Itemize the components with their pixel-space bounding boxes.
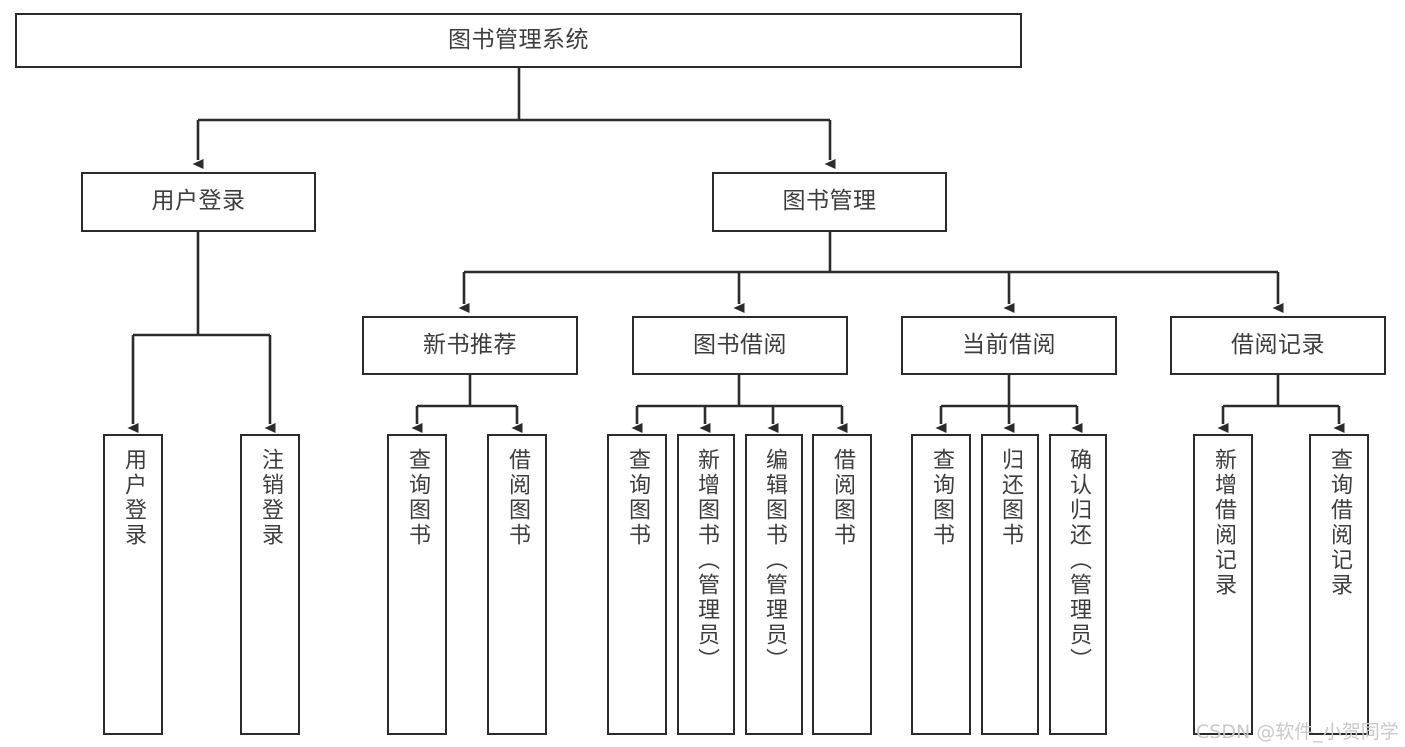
node-label: 图书管理系统 <box>448 26 589 53</box>
node-borrow-record[interactable]: 借阅记录 <box>1170 316 1386 375</box>
leaf-new-book-query-book[interactable]: 查询图书 <box>387 434 447 735</box>
node-label: 查询借阅记录 <box>1327 448 1352 598</box>
node-label: 新增借阅记录 <box>1211 448 1236 598</box>
leaf-current-borrow-return-book[interactable]: 归还图书 <box>981 434 1039 735</box>
node-label: 新增图书（管理员） <box>694 448 719 673</box>
node-book-borrow[interactable]: 图书借阅 <box>632 316 848 375</box>
leaf-borrow-record-query-record[interactable]: 查询借阅记录 <box>1309 434 1369 735</box>
node-label: 图书管理 <box>782 188 877 215</box>
node-label: 归还图书 <box>998 448 1023 548</box>
node-label: 借阅记录 <box>1231 331 1325 358</box>
node-label: 新书推荐 <box>423 331 517 358</box>
node-label: 用户登录 <box>121 448 146 548</box>
node-label: 查询图书 <box>929 448 954 548</box>
node-current-borrow[interactable]: 当前借阅 <box>901 316 1117 375</box>
node-book-management[interactable]: 图书管理 <box>712 172 947 232</box>
node-label: 查询图书 <box>405 448 430 548</box>
leaf-book-borrow-add-book-admin[interactable]: 新增图书（管理员） <box>677 434 735 735</box>
leaf-user-login-login[interactable]: 用户登录 <box>103 434 163 735</box>
leaf-current-borrow-confirm-return-admin[interactable]: 确认归还（管理员） <box>1049 434 1107 735</box>
node-label: 确认归还（管理员） <box>1066 448 1091 673</box>
leaf-book-borrow-query-book[interactable]: 查询图书 <box>607 434 667 735</box>
node-new-book-recommend[interactable]: 新书推荐 <box>362 316 578 375</box>
csdn-watermark: CSDN @软件_小贺同学 <box>1196 721 1399 743</box>
node-label: 当前借阅 <box>962 331 1056 358</box>
node-label: 编辑图书（管理员） <box>762 448 787 673</box>
node-label: 图书借阅 <box>693 331 787 358</box>
node-user-login[interactable]: 用户登录 <box>81 172 316 232</box>
node-label: 查询图书 <box>625 448 650 548</box>
node-label: 借阅图书 <box>505 448 530 548</box>
leaf-book-borrow-borrow-book[interactable]: 借阅图书 <box>812 434 872 735</box>
leaf-current-borrow-query-book[interactable]: 查询图书 <box>911 434 971 735</box>
leaf-user-login-logout[interactable]: 注销登录 <box>240 434 300 735</box>
leaf-book-borrow-edit-book-admin[interactable]: 编辑图书（管理员） <box>745 434 803 735</box>
node-label: 用户登录 <box>151 188 246 215</box>
node-label: 借阅图书 <box>830 448 855 548</box>
node-label: 注销登录 <box>258 448 283 548</box>
node-root-book-management-system[interactable]: 图书管理系统 <box>15 13 1022 68</box>
leaf-new-book-borrow-book[interactable]: 借阅图书 <box>487 434 547 735</box>
leaf-borrow-record-add-record[interactable]: 新增借阅记录 <box>1193 434 1253 735</box>
